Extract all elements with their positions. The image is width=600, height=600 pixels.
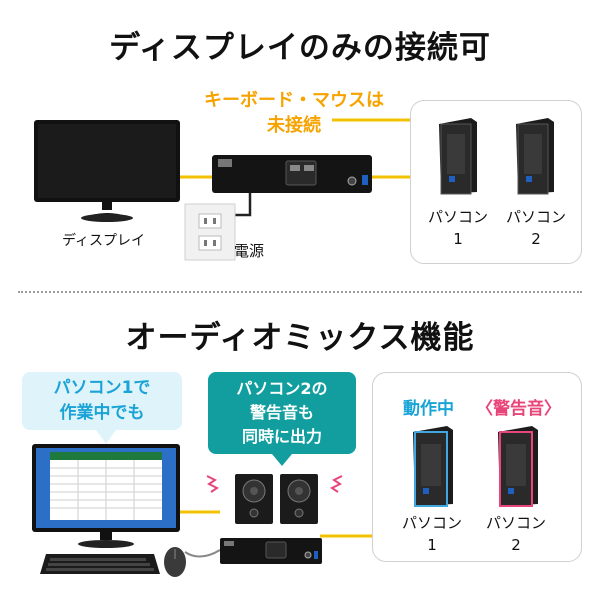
pc-panel-section2 [372, 372, 582, 562]
bubble-right-line2: 警告音も [249, 403, 314, 422]
monitor-icon [34, 120, 180, 222]
mouse-icon [164, 547, 186, 577]
bubble-working-on-pc1: パソコン1で 作業中でも [22, 372, 182, 430]
kbm-note-line1: キーボード・マウスは [204, 90, 384, 111]
section1-title: ディスプレイのみの接続可 [109, 30, 491, 66]
pc2-label-section2-line1: パソコン [485, 514, 546, 532]
sound-wave-left-icon [206, 475, 219, 493]
pc2-label-section2: パソコン 2 [476, 512, 556, 556]
pc1-label-section2: パソコン 1 [392, 512, 472, 556]
bubble-pc2-alert-output: パソコン2の 警告音も 同時に出力 [208, 372, 356, 454]
speaker-icon [235, 474, 273, 524]
bubble-left-tail [96, 430, 116, 444]
power-outlet-icon [184, 203, 236, 261]
kvm-switch-icon [212, 155, 372, 193]
power-label: 電源 [234, 242, 265, 260]
bubble-right-line3: 同時に出力 [241, 427, 322, 446]
kvm-switch-icon [220, 538, 322, 564]
sound-wave-right-icon [330, 475, 343, 493]
bubble-right-tail [272, 454, 292, 466]
status-alert-group: 〈警告音〉 [476, 394, 561, 419]
pc1-label-section2-line1: パソコン [401, 514, 462, 532]
alert-right-mark-icon: 〉 [544, 399, 561, 419]
section1-cables [178, 118, 410, 217]
section-divider [18, 291, 582, 293]
bubble-left-line1: パソコン1で [53, 378, 151, 398]
pc1-label-line1: パソコン [427, 208, 488, 226]
bubble-right-line1: パソコン2の [236, 379, 328, 398]
alert-left-mark-icon: 〈 [476, 399, 493, 419]
pc-tower-icon [516, 118, 554, 195]
pc-tower-icon [413, 426, 453, 507]
monitor-icon [32, 444, 180, 548]
pc2-label-section2-line2: 2 [511, 536, 521, 554]
pc1-label-section2-line2: 1 [427, 536, 437, 554]
status-active-label: 動作中 [403, 399, 454, 419]
pc1-label: パソコン 1 [418, 206, 498, 250]
display-label: ディスプレイ [62, 233, 146, 249]
section2-title: オーディオミックス機能 [125, 320, 475, 356]
pc-tower-icon [439, 118, 477, 195]
pc2-label-line1: パソコン [505, 208, 566, 226]
pc1-label-line2: 1 [453, 230, 463, 248]
status-alert-label: 警告音 [493, 399, 544, 419]
kbm-note-line2: 未接続 [267, 115, 321, 136]
speaker-icon [280, 474, 318, 524]
pc-tower-icon [498, 426, 538, 507]
pc2-label-line2: 2 [531, 230, 541, 248]
bubble-left-line2: 作業中でも [59, 403, 145, 423]
kbm-not-connected-note: キーボード・マウスは 未接続 [190, 88, 398, 138]
keyboard-icon [40, 554, 160, 574]
pc2-label: パソコン 2 [496, 206, 576, 250]
